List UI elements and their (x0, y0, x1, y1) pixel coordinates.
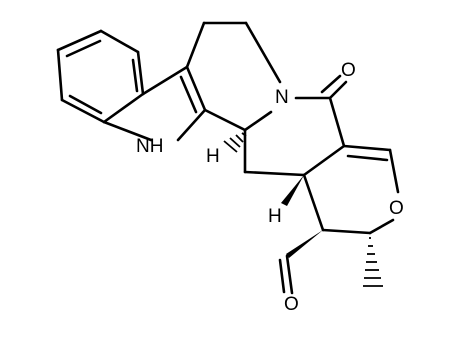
atom-label-o-pyran: O (389, 198, 404, 219)
atom-label-o-aldehyde: O (284, 294, 299, 315)
aldehyde-chain (278, 230, 323, 295)
pyrrole-ring (102, 65, 207, 142)
atom-label-h-upper: H (206, 146, 220, 167)
atom-label-h-lower: H (268, 206, 282, 227)
atom-label-o-ketone: O (341, 60, 356, 81)
stereo-h-upper-bond (223, 132, 247, 153)
benzene-ring (56, 29, 145, 124)
methyl-hash-bond (363, 237, 383, 287)
stereo-h-lower-wedge (281, 175, 304, 206)
ketone-bond (320, 74, 348, 100)
atom-label-n: N (275, 87, 289, 108)
atom-label-nh: NH (136, 136, 163, 157)
wedge-bond (286, 230, 323, 258)
lactam-ring (243, 96, 346, 177)
pyran-ring (302, 144, 400, 235)
piperidine-ring (185, 21, 282, 132)
